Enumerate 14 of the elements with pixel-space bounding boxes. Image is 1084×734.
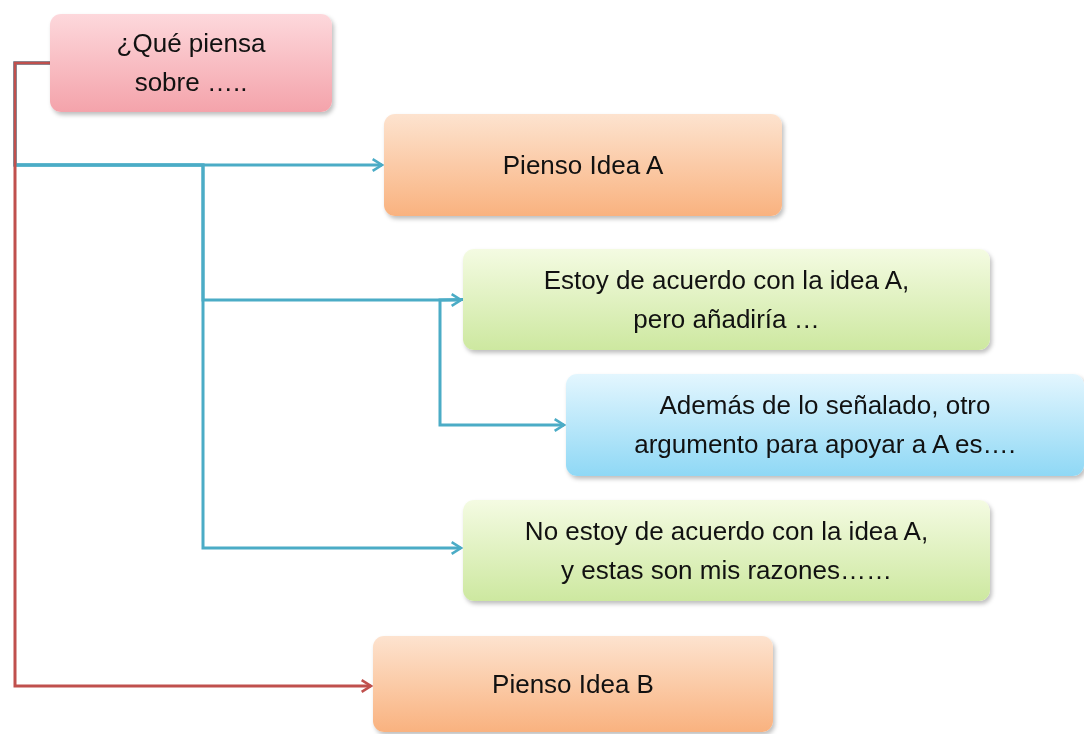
idea-box — [463, 500, 990, 601]
arrow — [438, 298, 566, 433]
box-text: No estoy de acuerdo con la idea A, y estas son mis razones…… — [523, 514, 930, 587]
idea-box — [384, 114, 782, 216]
box-text: Pienso Idea A — [502, 148, 664, 182]
arrow — [13, 61, 373, 694]
box-text: Además de lo señalado, otro argumento para apoyar a A es…. — [633, 389, 1017, 461]
idea-box — [463, 249, 990, 350]
idea-box — [373, 636, 773, 732]
box-text: Estoy de acuerdo con la idea A, pero añadiría … — [542, 263, 911, 336]
box-text: ¿Qué piensa sobre ….. — [115, 27, 267, 99]
box-text: Pienso Idea B — [492, 667, 654, 701]
idea-box — [566, 374, 1084, 476]
idea-box — [50, 14, 332, 112]
